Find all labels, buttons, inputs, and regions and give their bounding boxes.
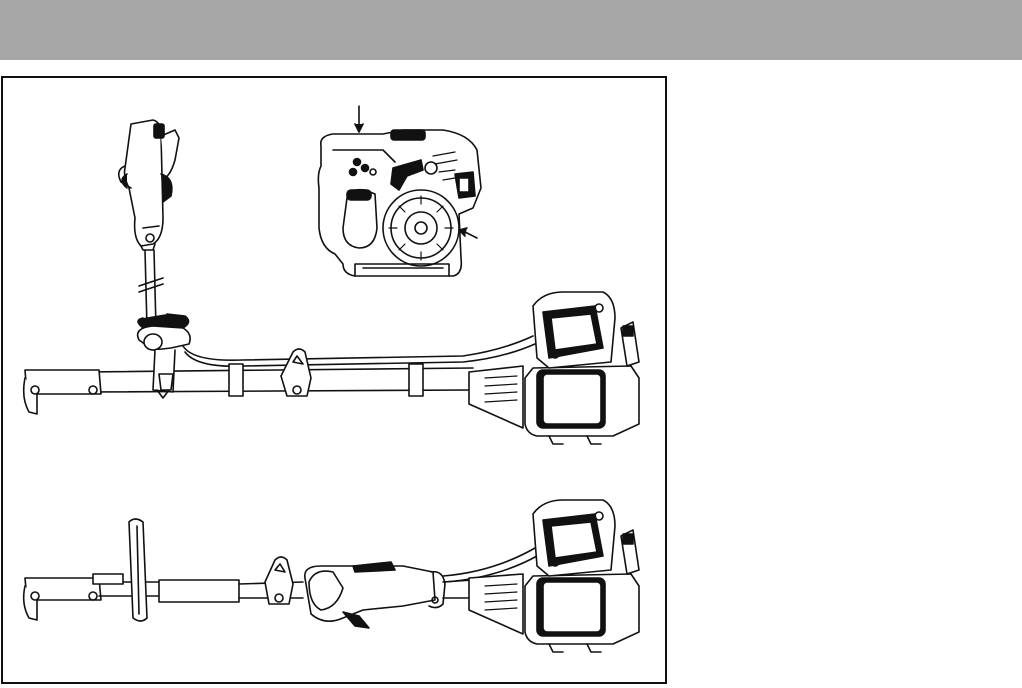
machine-upper-drawing [24, 292, 639, 444]
header-bar [0, 0, 1022, 60]
machine-lower-drawing [24, 500, 639, 652]
illustration-frame [1, 76, 667, 684]
illustration-canvas [3, 78, 665, 682]
control-handle-drawing [119, 120, 189, 328]
right-column-blank [680, 76, 1010, 684]
engine-drawing [318, 106, 481, 276]
